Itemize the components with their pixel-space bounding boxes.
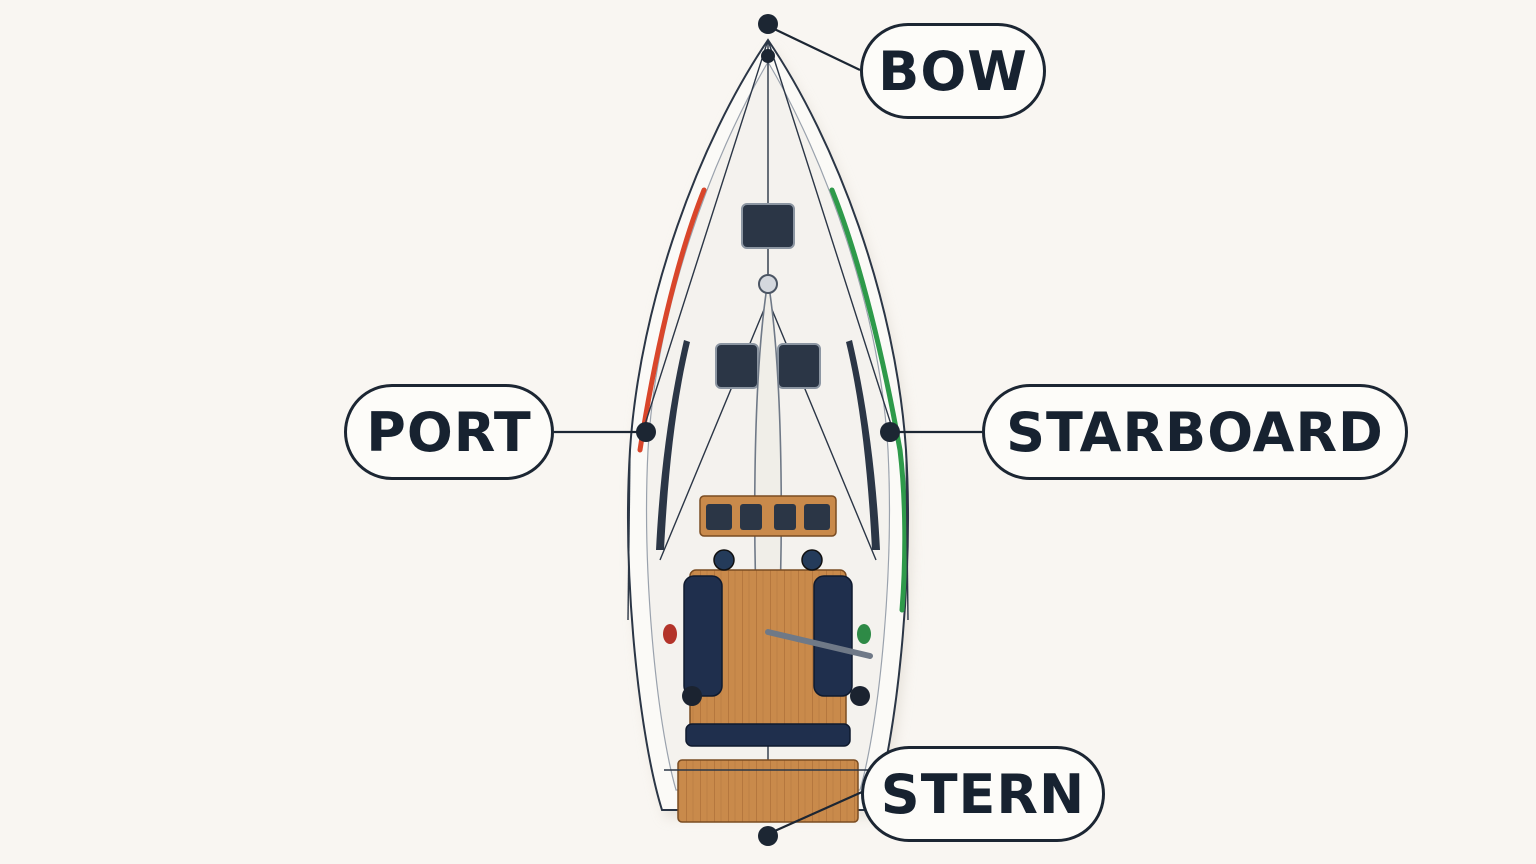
stern-dot: [758, 826, 778, 846]
cockpit-cushions: [683, 575, 853, 747]
stern-label: STERN: [861, 746, 1105, 842]
side-windows: [656, 340, 880, 550]
bow-label: BOW: [860, 23, 1046, 119]
bow-dot: [758, 14, 778, 34]
swim-platform: [677, 759, 859, 823]
mast-base: [758, 274, 778, 294]
port-label: PORT: [344, 384, 554, 480]
cockpit-windows: [706, 504, 830, 530]
bow-top-dot: [761, 49, 775, 63]
starboard-label: STARBOARD: [982, 384, 1408, 480]
hatches: [715, 203, 821, 389]
tiller: [765, 629, 873, 659]
starboard-dot: [880, 422, 900, 442]
marker-dots: [636, 14, 900, 846]
cockpit-coaming: [699, 495, 837, 537]
port-stripe: [637, 187, 707, 453]
port-dot: [636, 422, 656, 442]
leader-lines: [554, 25, 982, 836]
winches: [663, 549, 871, 706]
